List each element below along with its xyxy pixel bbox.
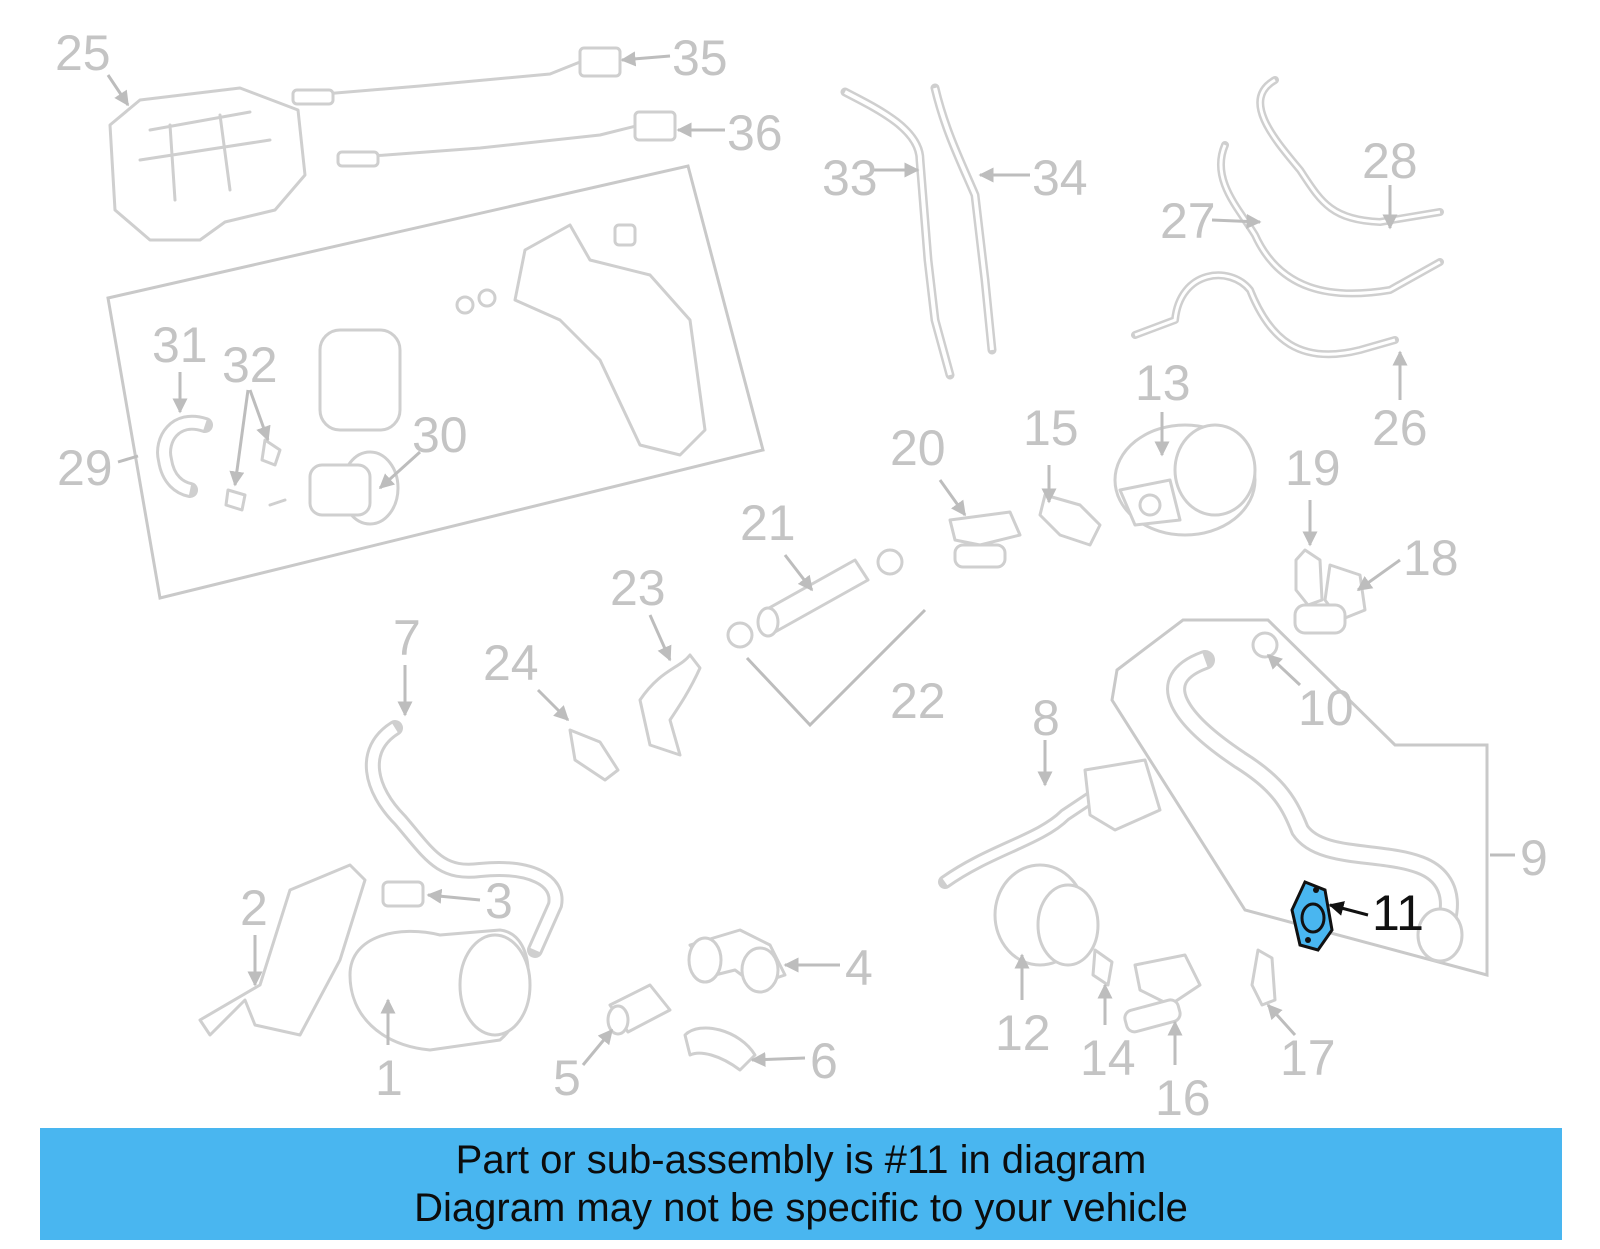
part-9-pipe-inner <box>1169 653 1456 939</box>
part-24-gasket <box>568 728 620 782</box>
part-20-fitting <box>948 510 1022 569</box>
part-22-clamps <box>726 548 927 728</box>
part-3-sensor <box>381 880 425 908</box>
label-12: 12 <box>995 1005 1051 1061</box>
label-16: 16 <box>1155 1070 1211 1126</box>
label-11: 11 <box>1372 885 1424 941</box>
inset-frame-29 <box>106 164 765 600</box>
part-12-valve <box>993 863 1100 967</box>
label-27: 27 <box>1160 193 1216 249</box>
label-32: 32 <box>222 337 278 393</box>
part-2-bracket <box>198 863 367 1037</box>
label-35: 35 <box>672 30 728 86</box>
part-26-pipe <box>1131 271 1399 359</box>
label-2: 2 <box>240 880 268 936</box>
label-13: 13 <box>1135 355 1191 411</box>
label-4: 4 <box>845 940 873 996</box>
label-23: 23 <box>610 560 666 616</box>
label-9: 9 <box>1520 830 1548 886</box>
label-31: 31 <box>152 317 208 373</box>
banner-line-2: Diagram may not be specific to your vehi… <box>414 1186 1188 1230</box>
label-34: 34 <box>1032 150 1088 206</box>
part-32-clamp <box>224 438 287 512</box>
part-9-flange <box>1416 907 1464 963</box>
part-34-hose-inner <box>933 87 994 351</box>
part-21-hose <box>756 558 870 638</box>
part-25-housing <box>108 86 307 242</box>
label-1: 1 <box>375 1050 403 1106</box>
part-16-elbow <box>1123 953 1202 1034</box>
label-21: 21 <box>740 495 796 551</box>
part-29-bracket <box>513 223 707 457</box>
label-29: 29 <box>57 440 113 496</box>
part-6-clamp <box>683 1026 757 1072</box>
part-10-clamp <box>1251 631 1279 659</box>
label-17: 17 <box>1280 1030 1336 1086</box>
part-17-gasket <box>1250 948 1277 1007</box>
label-10: 10 <box>1298 680 1354 736</box>
part-34-hose <box>930 83 997 355</box>
part-1-air-pump <box>348 928 532 1052</box>
label-20: 20 <box>890 420 946 476</box>
label-3: 3 <box>485 873 513 929</box>
info-banner: Part or sub-assembly is #11 in diagram D… <box>40 1128 1562 1240</box>
part-33-hose-inner <box>844 90 952 376</box>
part-27-pipe-inner <box>1219 144 1441 295</box>
label-30: 30 <box>412 407 468 463</box>
part-18-elbow <box>1293 563 1367 635</box>
part-23-elbow <box>638 653 702 757</box>
leader-lines <box>106 51 1515 1067</box>
label-36: 36 <box>727 105 783 161</box>
part-7-hose-inner <box>367 723 561 953</box>
label-28: 28 <box>1362 133 1418 189</box>
label-18: 18 <box>1403 530 1459 586</box>
part-5-connector <box>606 983 672 1036</box>
label-25: 25 <box>55 25 111 81</box>
part-28-pipe-inner <box>1258 78 1441 224</box>
label-26: 26 <box>1372 400 1428 456</box>
callout-labels: 25 35 36 33 34 28 27 26 31 32 30 29 13 1… <box>55 25 1548 1126</box>
part-33-hose <box>840 87 955 380</box>
label-24: 24 <box>483 635 539 691</box>
part-4-elbow <box>687 928 787 994</box>
banner-line-1: Part or sub-assembly is #11 in diagram <box>455 1138 1147 1182</box>
label-15: 15 <box>1023 400 1079 456</box>
part-11-gasket-highlighted <box>1290 880 1334 952</box>
label-5: 5 <box>553 1050 581 1106</box>
part-26-pipe-inner <box>1134 273 1396 356</box>
label-8: 8 <box>1032 690 1060 746</box>
label-22: 22 <box>890 673 946 729</box>
part-15-gasket <box>1038 493 1102 547</box>
part-31-hose-inner <box>159 417 207 495</box>
label-19: 19 <box>1285 440 1341 496</box>
part-13-pump <box>1113 423 1257 537</box>
part-36-oxygen-sensor <box>336 110 677 168</box>
label-33: 33 <box>822 150 878 206</box>
part-19-gasket <box>1294 548 1324 607</box>
part-8-pipe-inner <box>942 791 1098 886</box>
part-7-hose <box>364 720 564 958</box>
part-30-valve-assembly <box>308 288 497 526</box>
label-7: 7 <box>393 610 421 666</box>
part-14-gasket <box>1091 948 1114 987</box>
part-35-oxygen-sensor <box>291 46 622 106</box>
inset-frame-9 <box>1110 618 1489 977</box>
part-8-fitting <box>1083 758 1162 832</box>
label-14: 14 <box>1080 1030 1136 1086</box>
label-6: 6 <box>810 1033 838 1089</box>
